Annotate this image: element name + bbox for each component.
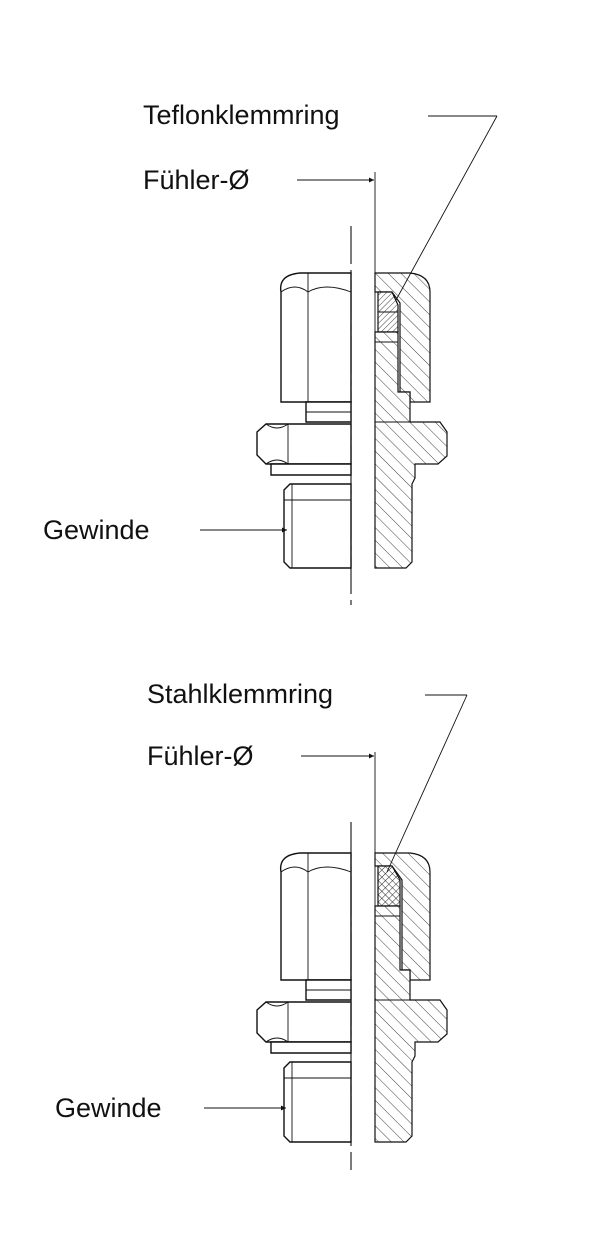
ring-leader [395, 115, 498, 301]
ring-leader [386, 694, 468, 873]
hex-arc [265, 423, 289, 429]
hex-arc [265, 1037, 289, 1043]
diagram-steel-fitting: Stahlklemmring Fühler-Ø Gewinde [55, 679, 468, 1170]
body-hex-left [256, 423, 352, 465]
hex-arc [265, 459, 289, 465]
collar-left [270, 463, 352, 476]
collar-left [270, 1041, 352, 1054]
diagram-teflon-fitting: Teflonklemmring Fühler-Ø Gewinde [43, 100, 498, 610]
thread-label: Gewinde [43, 515, 150, 545]
nut-chamfer [307, 866, 352, 873]
nut-chamfer [307, 286, 352, 293]
union-nut-left [279, 852, 352, 981]
union-nut-section [374, 852, 431, 981]
hex-arc [265, 1001, 289, 1007]
body-hex-left [256, 1001, 352, 1043]
thread-shank-left [283, 483, 352, 569]
thread-label: Gewinde [55, 1093, 162, 1123]
ring-label: Teflonklemmring [143, 100, 340, 130]
ring-label: Stahlklemmring [147, 679, 333, 709]
nut-chamfer [280, 866, 309, 873]
diameter-label: Fühler-Ø [143, 165, 250, 195]
body-section [374, 905, 448, 1143]
diameter-label: Fühler-Ø [147, 741, 254, 771]
body-section [374, 331, 448, 569]
nut-chamfer [280, 286, 309, 293]
union-nut-left [279, 272, 352, 403]
thread-shank-left [283, 1061, 352, 1143]
union-nut-section [374, 272, 431, 403]
